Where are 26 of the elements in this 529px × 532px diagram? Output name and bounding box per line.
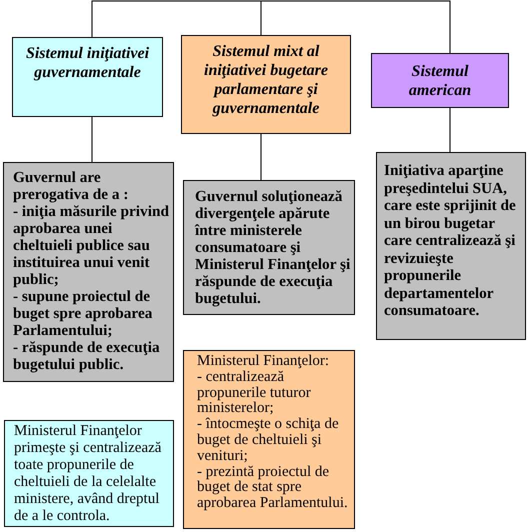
description-box	[3, 162, 174, 382]
note-text: - centralizează propunerile tuturor ministerelor;	[197, 370, 312, 418]
system-heading-box	[12, 37, 163, 117]
system-heading-box	[181, 35, 351, 134]
connector-line	[260, 0, 262, 36]
description-text: - supune proiectul de buget spre aprobarea Parlamentului;	[13, 288, 154, 339]
description-box	[183, 180, 355, 315]
note-text: Ministerul Finanţelor primeşte şi centralizează toate propunerile de cheltuieli de la celelalte ministere, având dreptul de a le controla.	[14, 423, 162, 525]
description-box	[376, 152, 526, 340]
description-text: Iniţiativa aparţine preşedintelui SUA, care este sprijinit de un birou bugetar care centralizează şi revizuieşte propunerile departamentelor consumatoare.	[384, 162, 517, 320]
connector-line	[260, 0, 450, 54]
note-box	[4, 420, 174, 527]
connector-line	[260, 134, 262, 180]
heading-text: Sistemul iniţiativei guvernamentale	[24, 44, 150, 82]
description-text: Guvernul soluţionează divergenţele apărute între ministerele consumatoare şi Ministerul Finanţelor şi răspunde de execuţia bugetului.	[195, 188, 352, 307]
system-heading-box	[371, 53, 509, 108]
note-text: - întocmeşte o schiţa de buget de cheltuieli şi venituri;	[197, 417, 340, 465]
note-text: - prezintă proiectul de buget de stat spre aprobarea Parlamentului.	[197, 464, 349, 512]
description-text: Guvernul are prerogativa de a :	[13, 169, 130, 203]
heading-text: Sistemul american	[408, 62, 472, 100]
heading-text: Sistemul mixt al iniţiativei bugetare parlamentare şi guvernamentale	[203, 42, 329, 118]
description-text: - răspunde de execuţia bugetului public.	[13, 339, 161, 373]
note-box	[183, 350, 355, 529]
note-text: Ministerul Finanţelor:	[197, 354, 330, 370]
description-text: - iniţia măsurile privind aprobarea unei cheltuieli publice sau instituirea unui venit public;	[13, 203, 170, 288]
connector-line	[92, 0, 262, 38]
